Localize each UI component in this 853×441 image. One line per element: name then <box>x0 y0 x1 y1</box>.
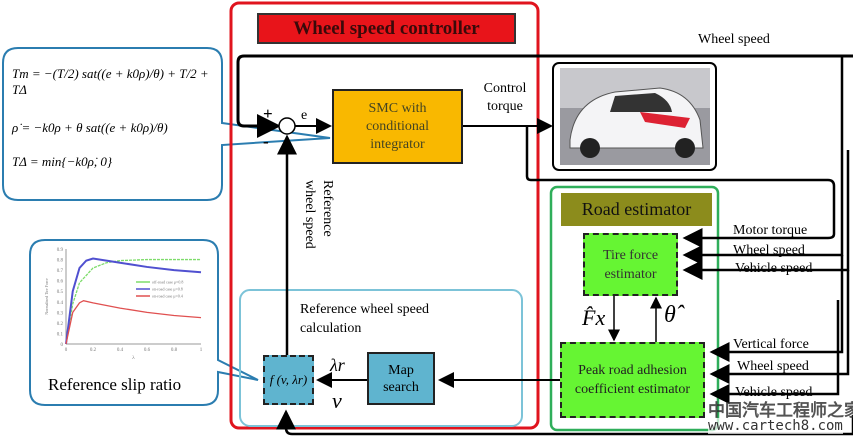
theta-hat-label: θ̂ <box>664 302 676 328</box>
x-tick-label: 1 <box>200 348 203 353</box>
x-axis-label: λ <box>132 356 135 361</box>
road-estimator-border <box>549 185 720 432</box>
map-search-block[interactable]: Map search <box>367 352 435 405</box>
y-tick-label: 0.8 <box>57 259 64 264</box>
input-wheel-speed-tire: Wheel speed <box>733 243 805 258</box>
tire-force-estimator-block[interactable]: Tire force estimator <box>583 233 678 296</box>
y-tick-label: 0.7 <box>57 269 64 274</box>
wheel-speed-controller-border <box>229 1 540 430</box>
input-vehicle-speed-tire: Vehicle speed <box>735 261 813 276</box>
reference-wheel-speed-label: Reference wheel speed <box>302 180 335 249</box>
lambda-label: λr <box>330 355 345 375</box>
f-block[interactable]: f (v, λr) <box>263 355 314 405</box>
v-label: v <box>332 388 342 413</box>
minus-sign: - <box>263 132 269 151</box>
series-line <box>65 258 201 345</box>
y-tick-label: 0.4 <box>57 301 64 306</box>
equation-torque: Tm = −(T/2) sat((e + k0ρ)/θ) + T/2 + TΔ <box>12 66 209 97</box>
input-vehicle-speed-peak: Vehicle speed <box>735 385 813 400</box>
watermark-cn: 中国汽车工程师之家 <box>708 401 853 420</box>
controller-title: Wheel speed controller <box>257 13 516 44</box>
summing-junction <box>278 117 296 135</box>
slip-callout-label: Reference slip ratio <box>48 375 182 394</box>
equation-tdelta: TΔ = min{−k0ρ̇, 0} <box>12 154 113 169</box>
slip-callout <box>29 239 259 406</box>
error-label: e <box>301 108 308 123</box>
input-motor-torque: Motor torque <box>733 223 808 238</box>
road-estimator-title: Road estimator <box>561 193 712 226</box>
plus-sign: + <box>263 104 273 123</box>
y-tick-label: 0.6 <box>57 280 64 285</box>
watermark-url: www.cartech8.com <box>708 418 843 434</box>
y-tick-label: 0 <box>61 343 64 348</box>
x-tick-label: 0.4 <box>117 348 124 353</box>
equation-rho: ρ̇ = −k0ρ + θ sat((e + k0ρ)/θ) <box>12 120 168 135</box>
fx-hat-label: F̂x <box>582 305 606 330</box>
series-line <box>65 300 202 345</box>
ref-calc-title: Reference wheel speed calculation <box>300 302 430 336</box>
y-tick-label: 0.3 <box>57 311 64 316</box>
y-tick-label: 0.2 <box>57 322 64 327</box>
legend-entry: on-road case μ=0.8 <box>152 287 183 292</box>
smc-block[interactable]: SMC with conditional integrator <box>332 89 463 164</box>
y-tick-label: 0.5 <box>57 290 64 295</box>
y-tick-label: 0.1 <box>57 332 64 337</box>
equation-callout <box>2 47 331 201</box>
ref-calc-border <box>239 289 523 427</box>
x-tick-label: 0.2 <box>90 348 97 353</box>
x-tick-label: 0.8 <box>171 348 178 353</box>
control-torque-label: Control torque <box>483 81 527 114</box>
car-image <box>560 68 710 165</box>
x-tick-label: 0 <box>65 348 68 353</box>
peak-adhesion-estimator-block[interactable]: Peak road adhesion coefficient estimator <box>560 342 705 418</box>
x-tick-label: 0.6 <box>144 348 151 353</box>
input-vertical-force: Vertical force <box>733 337 809 352</box>
feedback-wheel-speed-label: Wheel speed <box>698 32 770 47</box>
input-wheel-speed-peak: Wheel speed <box>737 359 809 374</box>
y-axis-label: Normalized Tire Force <box>44 278 49 315</box>
equations: Tm = −(T/2) sat((e + k0ρ)/θ) + T/2 + TΔ … <box>12 66 217 170</box>
y-tick-label: 0.9 <box>57 248 64 253</box>
series-line <box>65 257 202 345</box>
legend-entry: off-road case μ=0.8 <box>152 280 183 285</box>
legend-entry: on-road case μ=0.4 <box>152 294 183 299</box>
tire-force-chart: 0 0.1 0.2 0.3 0.4 0.5 0.6 0.7 0.8 0.9 0 0.2 0.4 0.6 0.… <box>44 248 203 361</box>
